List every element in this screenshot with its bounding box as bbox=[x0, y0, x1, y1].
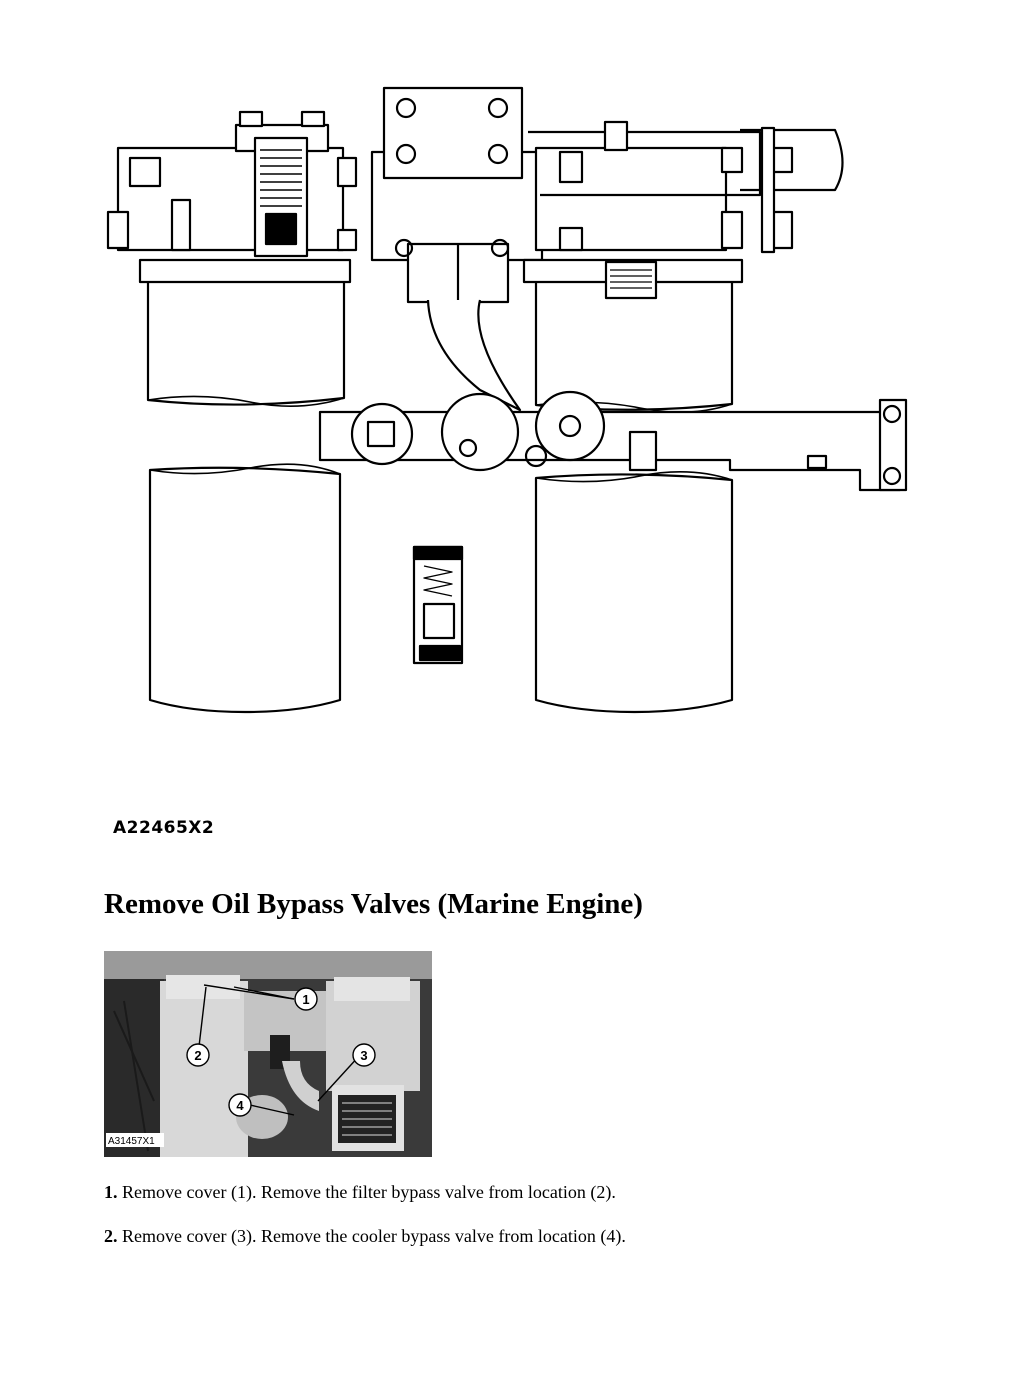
section-title: Remove Oil Bypass Valves (Marine Engine) bbox=[104, 888, 643, 920]
step-1-text: Remove cover (1). Remove the filter bypa… bbox=[117, 1182, 616, 1202]
step-1-number: 1. bbox=[104, 1182, 118, 1202]
bypass-valve-location-photo: 1 2 3 4 A31457X1 bbox=[104, 951, 432, 1157]
step-2: 2. Remove cover (3). Remove the cooler b… bbox=[104, 1226, 626, 1247]
callout-2 bbox=[186, 1043, 210, 1067]
callout-4-label: 4 bbox=[236, 1098, 244, 1113]
oil-filter-assembly-diagram bbox=[106, 86, 908, 714]
callout-3 bbox=[352, 1043, 376, 1067]
photo-id-label: A31457X1 bbox=[108, 1136, 155, 1147]
step-1: 1. Remove cover (1). Remove the filter b… bbox=[104, 1182, 616, 1203]
callout-4 bbox=[228, 1093, 252, 1117]
callout-3-label: 3 bbox=[360, 1048, 367, 1063]
callout-1-label: 1 bbox=[302, 992, 309, 1007]
figure-caption: A22465X2 bbox=[113, 818, 215, 838]
step-2-text: Remove cover (3). Remove the cooler bypa… bbox=[117, 1226, 626, 1246]
step-2-number: 2. bbox=[104, 1226, 118, 1246]
callout-1 bbox=[294, 987, 318, 1011]
callout-2-label: 2 bbox=[194, 1048, 201, 1063]
